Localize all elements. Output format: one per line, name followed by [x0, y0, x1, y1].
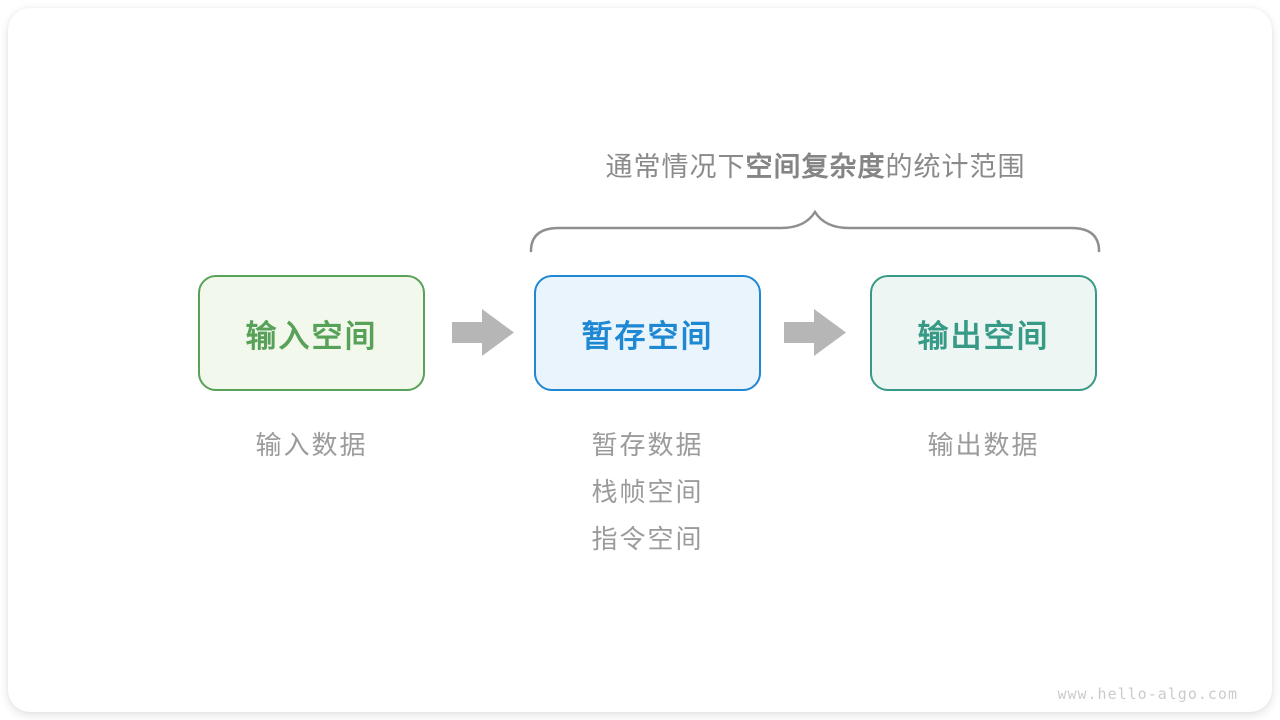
box-output-space: 输出空间	[870, 275, 1097, 391]
box-input-space: 输入空间	[198, 275, 425, 391]
arrow-right-icon	[452, 309, 514, 356]
sublabel-input-data: 输入数据	[255, 430, 368, 460]
box-temporary-space: 暂存空间	[534, 275, 761, 391]
input-space-sublabels: 输入数据	[198, 422, 425, 469]
scope-annotation-bold: 空间复杂度	[745, 152, 886, 182]
arrow-right-icon	[784, 309, 846, 356]
scope-annotation-suffix: 的统计范围	[885, 152, 1026, 182]
scope-annotation: 通常情况下空间复杂度的统计范围	[531, 145, 1100, 184]
box-output-space-label: 输出空间	[917, 318, 1050, 354]
sublabel-stack-frame-space: 栈帧空间	[591, 477, 704, 507]
output-space-sublabels: 输出数据	[870, 422, 1097, 469]
scope-annotation-prefix: 通常情况下	[605, 152, 746, 182]
sublabel-output-data: 输出数据	[927, 430, 1040, 460]
box-input-space-label: 输入空间	[245, 318, 378, 354]
watermark: www.hello-algo.com	[1057, 685, 1238, 703]
temporary-space-sublabels: 暂存数据 栈帧空间 指令空间	[534, 422, 761, 563]
diagram-card: 通常情况下空间复杂度的统计范围 输入空间 暂存空间 输出空间 输入数据 暂存数据…	[8, 8, 1272, 712]
curly-brace-icon	[529, 209, 1101, 253]
box-temporary-space-label: 暂存空间	[581, 318, 714, 354]
sublabel-instruction-space: 指令空间	[591, 524, 704, 554]
sublabel-temp-data: 暂存数据	[591, 430, 704, 460]
